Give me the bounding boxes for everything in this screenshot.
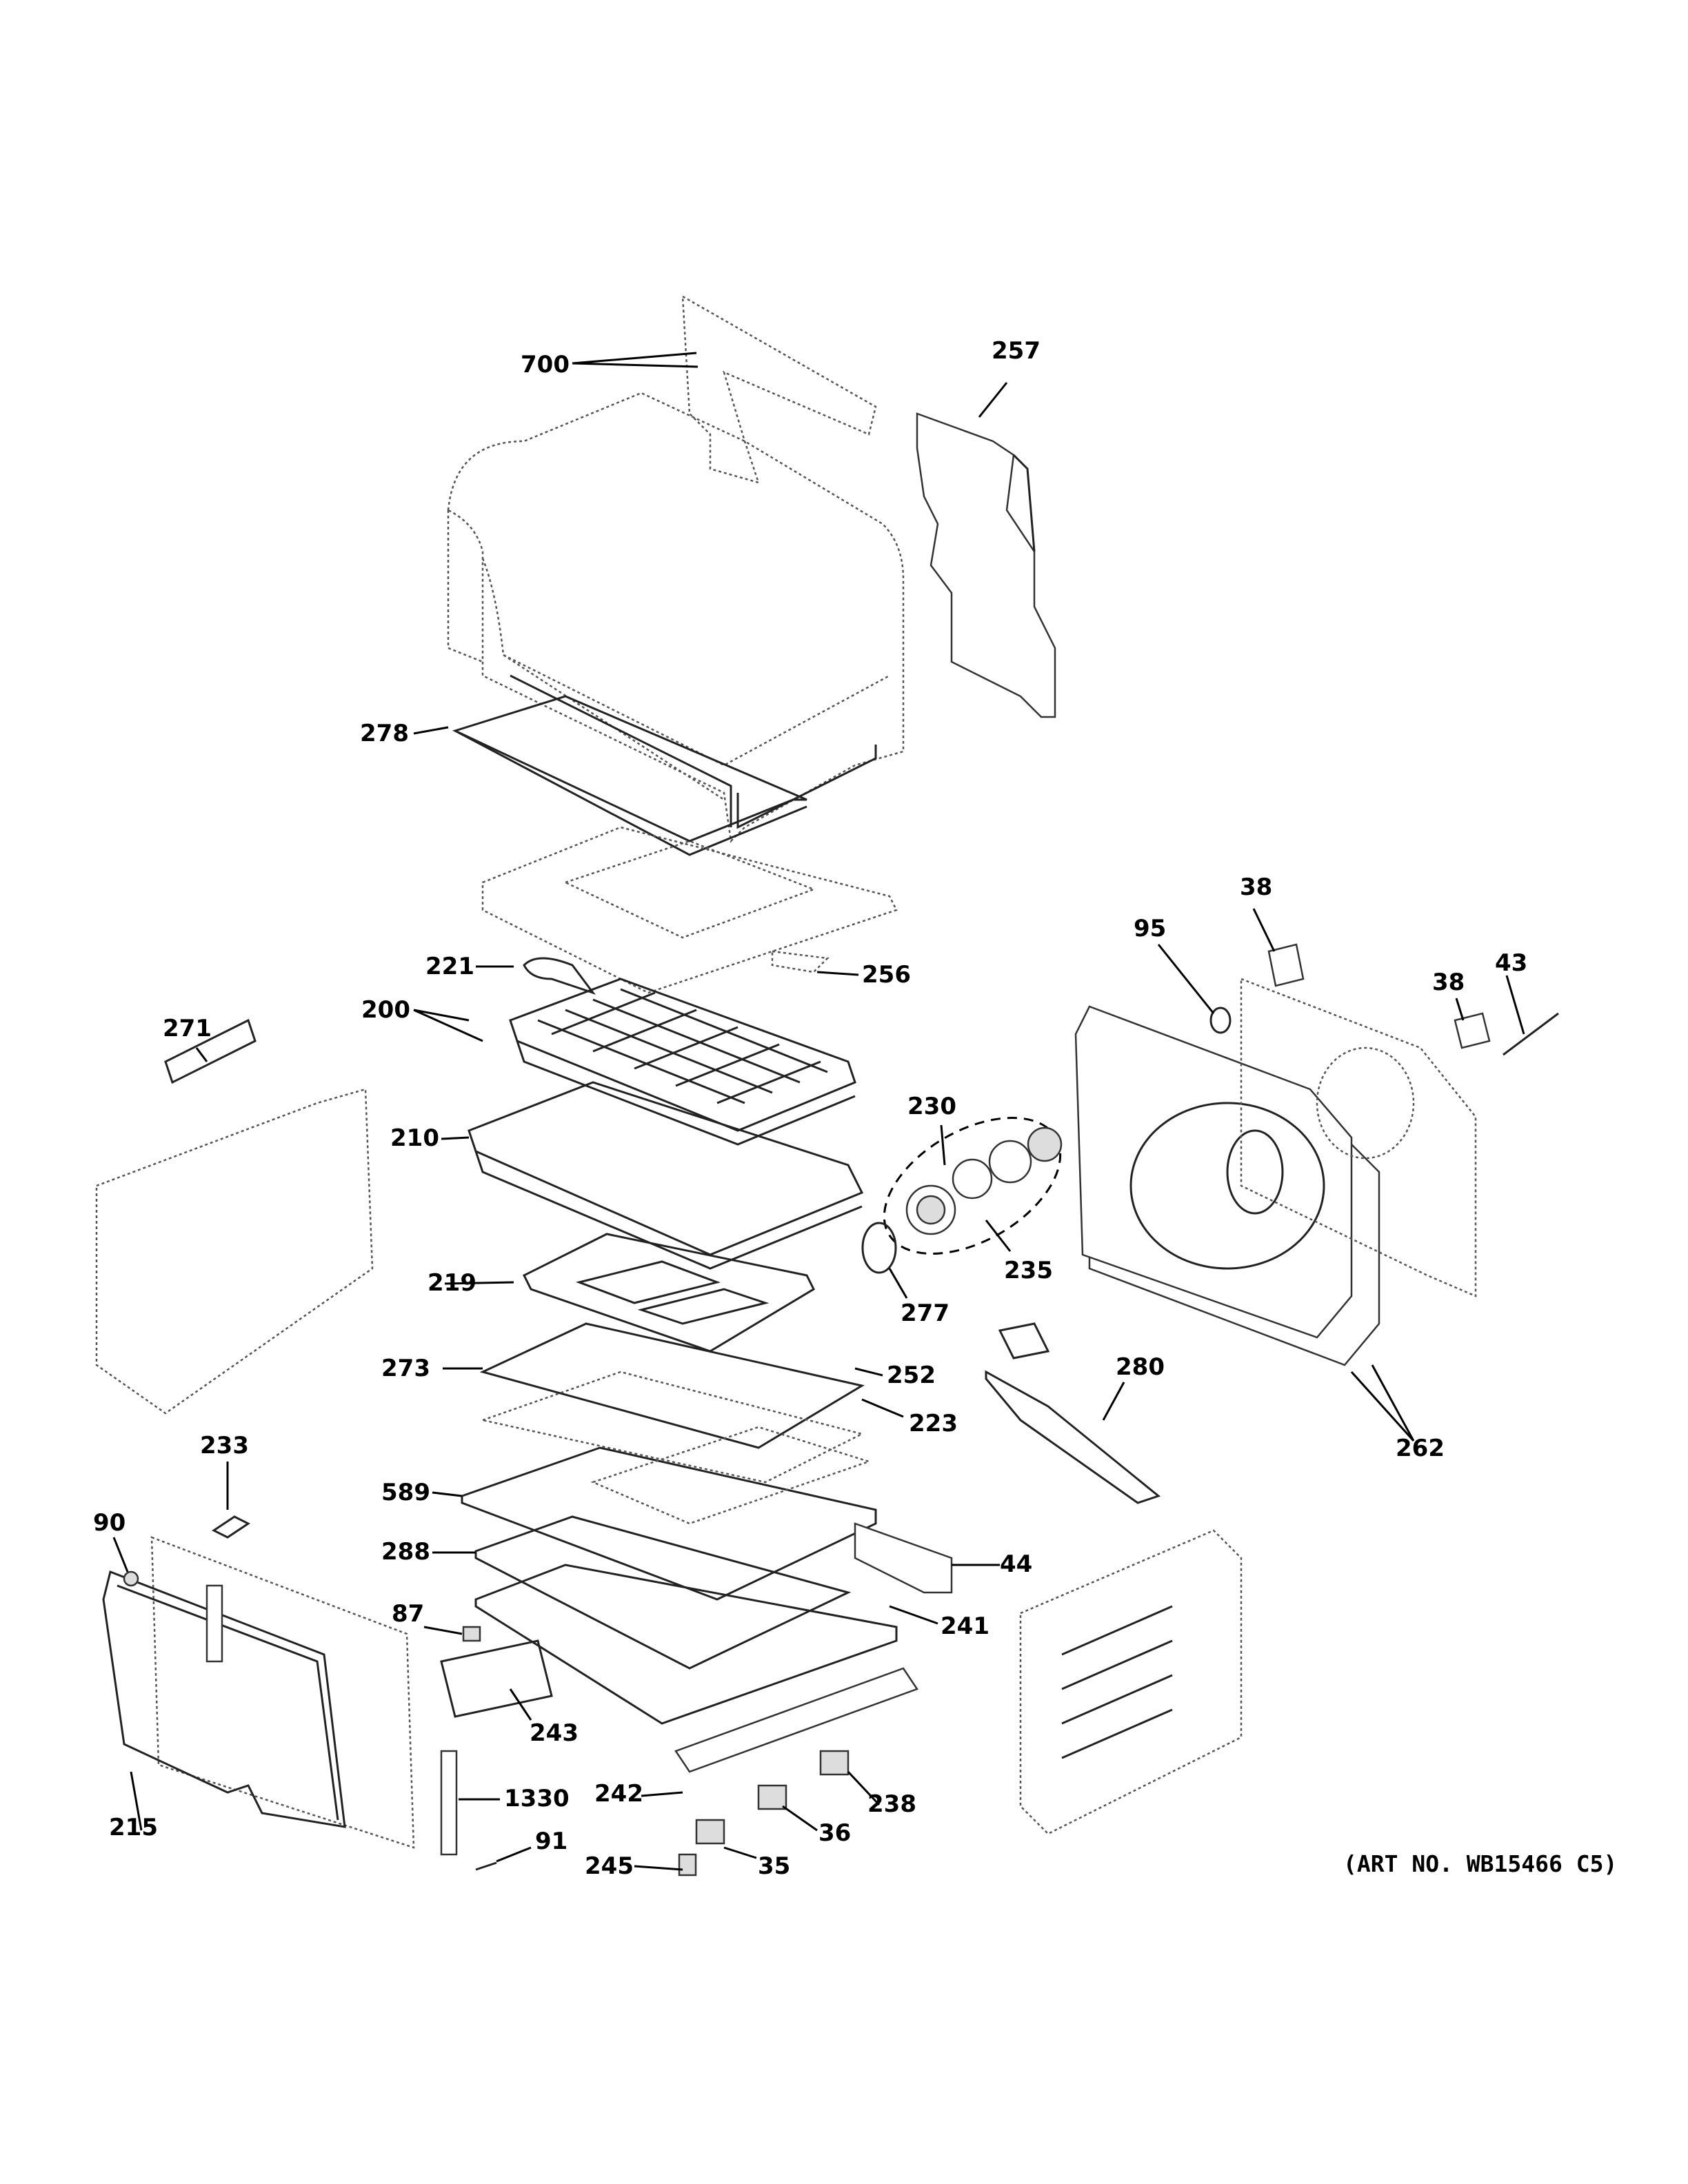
part-label-90: 90 (93, 1509, 126, 1537)
part-label-38-right: 38 (1432, 969, 1465, 996)
part-label-215: 215 (109, 1814, 158, 1841)
right-side-panel-drawing (1019, 1529, 1243, 1835)
part-label-256: 256 (862, 961, 911, 989)
panel-278-drawing (452, 695, 807, 856)
part-label-210: 210 (390, 1124, 439, 1152)
back-panels-drawing (1074, 978, 1477, 1366)
part-label-278: 278 (360, 720, 409, 747)
lower-panels-drawing (461, 1426, 898, 1725)
art-number: (ART NO. WB15466 C5) (1343, 1850, 1618, 1877)
light-assembly-drawing (861, 1117, 1063, 1274)
part-label-252: 252 (887, 1362, 936, 1389)
part-label-700: 700 (521, 351, 570, 378)
part-label-233: 233 (200, 1432, 249, 1459)
part-label-95: 95 (1134, 915, 1167, 942)
side-trim-drawing (916, 412, 1056, 718)
part-label-38-top: 38 (1240, 873, 1273, 901)
duct-44-drawing (854, 1522, 953, 1594)
part-label-43: 43 (1495, 949, 1528, 977)
part-label-273: 273 (381, 1355, 430, 1382)
part-label-223: 223 (909, 1410, 958, 1437)
oven-bottom-drawing (481, 826, 898, 994)
baffle-273-drawing (479, 1322, 865, 1484)
door-frame-drawing (102, 1536, 415, 1849)
part-label-271: 271 (163, 1015, 212, 1042)
outer-wrapper-drawing (447, 294, 905, 843)
part-label-280: 280 (1116, 1353, 1165, 1381)
part-label-589: 589 (381, 1479, 430, 1506)
part-label-241: 241 (941, 1612, 989, 1640)
part-label-91: 91 (535, 1828, 568, 1855)
leader-lines (112, 352, 1525, 1871)
part-label-35: 35 (758, 1852, 791, 1880)
baffle-219-drawing (522, 1233, 815, 1353)
part-label-200: 200 (361, 996, 410, 1024)
bracket-280-drawing (985, 1322, 1161, 1504)
part-label-219: 219 (428, 1269, 476, 1297)
part-label-277: 277 (901, 1300, 950, 1327)
part-label-1330: 1330 (504, 1785, 570, 1812)
part-label-262: 262 (1396, 1435, 1445, 1462)
left-side-panel-drawing (95, 1018, 374, 1415)
part-label-36: 36 (818, 1819, 852, 1847)
element-221-drawing (523, 957, 596, 995)
part-label-87: 87 (392, 1600, 425, 1628)
part-label-221: 221 (425, 953, 474, 980)
broiler-pan-drawing (468, 1081, 864, 1270)
part-label-288: 288 (381, 1538, 430, 1566)
part-label-44: 44 (1000, 1550, 1033, 1578)
part-label-238: 238 (867, 1790, 916, 1818)
part-label-245: 245 (585, 1852, 634, 1880)
part-label-243: 243 (530, 1719, 579, 1747)
part-label-230: 230 (907, 1093, 956, 1120)
oven-racks-drawing (509, 978, 856, 1146)
part-label-235: 235 (1004, 1257, 1053, 1284)
part-label-257: 257 (992, 337, 1041, 365)
small-brackets-drawing (1209, 943, 1559, 1056)
part-label-242: 242 (594, 1780, 643, 1808)
hinge-parts-drawing (123, 1515, 918, 1877)
